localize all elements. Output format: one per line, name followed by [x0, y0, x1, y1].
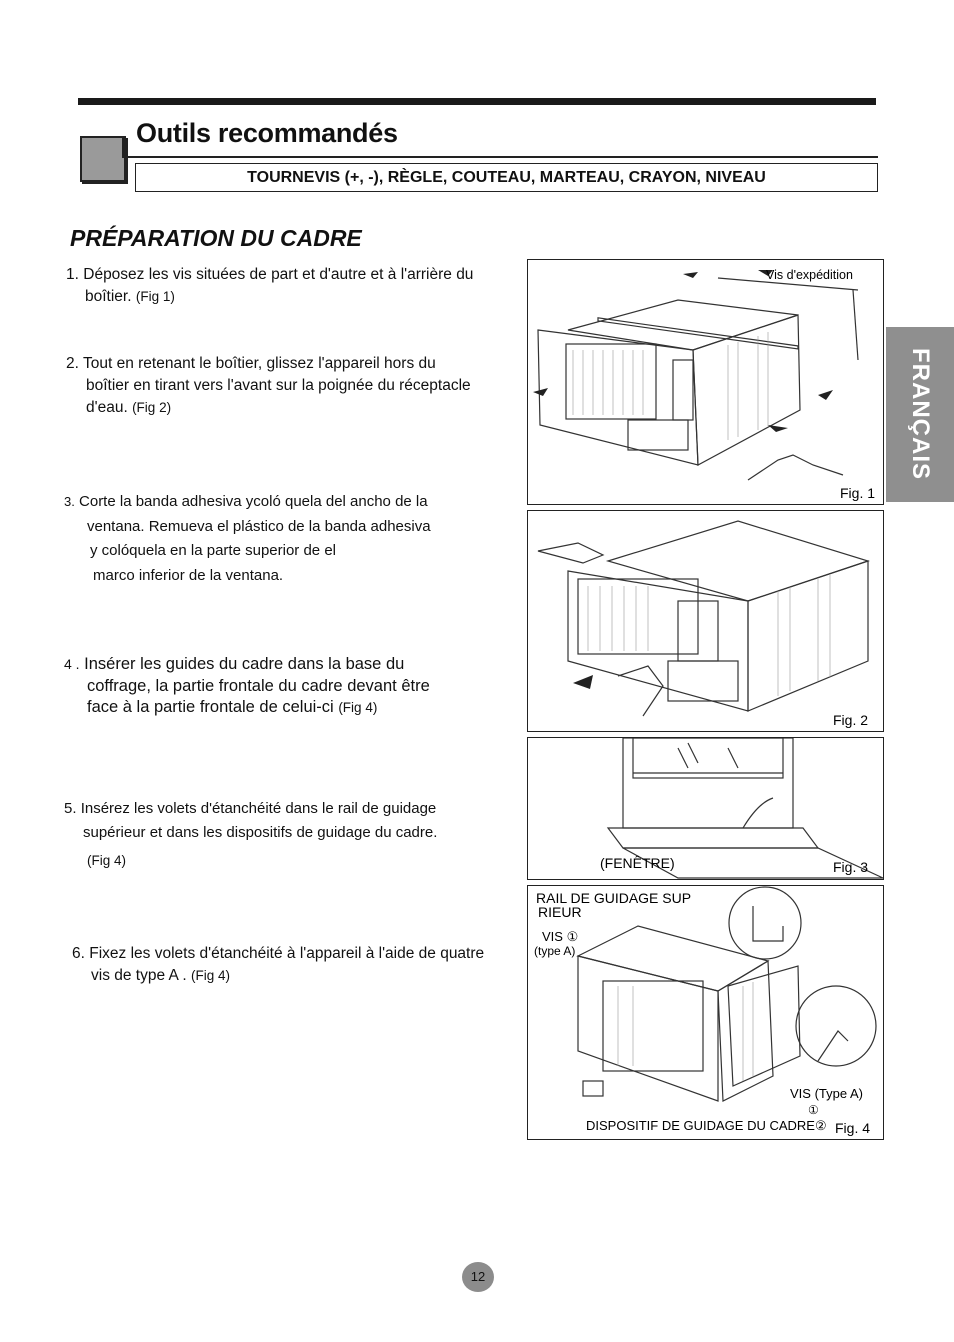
figure-reference: (Fig 4) — [338, 700, 378, 715]
step-text: Corte la banda adhesiva ycoló quela del … — [79, 493, 428, 510]
step-number: 5. — [64, 800, 77, 817]
section-marker — [80, 136, 126, 182]
tools-list: TOURNEVIS (+, -), RÈGLE, COUTEAU, MARTEA… — [135, 163, 878, 192]
step-2: 2. Tout en retenant le boîtier, glissez … — [66, 353, 516, 419]
step-text: Fixez les volets d'étanchéité à l'appare… — [89, 945, 485, 962]
language-tab: FRANÇAIS — [886, 327, 954, 502]
title-rule-vertical — [122, 136, 124, 158]
step-1: 1. Déposez les vis situées de part et d'… — [66, 264, 516, 308]
step-number: 3. — [64, 494, 75, 509]
fig2-caption: Fig. 2 — [833, 712, 868, 728]
step-text: Déposez les vis situées de part et d'aut… — [83, 266, 474, 283]
step-text: Insérer les guides du cadre dans la base… — [84, 655, 405, 673]
figure-4: RAIL DE GUIDAGE SUP RIEUR VIS ① (type A)… — [527, 885, 884, 1140]
step-text: y colóquela en la parte superior de el — [90, 542, 336, 559]
fig4-guide-label: DISPOSITIF DE GUIDAGE DU CADRE② — [586, 1118, 827, 1133]
fig4-vis-type-label: VIS (Type A) — [790, 1086, 863, 1101]
fig1-label: Vis d'expédition — [766, 268, 853, 282]
page-number: 12 — [462, 1262, 494, 1292]
step-6: 6. Fixez les volets d'étanchéité à l'app… — [72, 943, 522, 987]
fig4-caption: Fig. 4 — [835, 1120, 870, 1136]
ac-slide-out-illustration: Fig. 2 — [537, 520, 870, 728]
fig1-caption: Fig. 1 — [840, 485, 875, 501]
frame-guide-illustration: RAIL DE GUIDAGE SUP RIEUR VIS ① (type A)… — [534, 886, 877, 1136]
step-5: 5. Insérez les volets d'étanchéité dans … — [64, 797, 514, 873]
step-4: 4 . Insérer les guides du cadre dans la … — [64, 654, 514, 719]
window-illustration: (FENÊTRE) Fig. 3 — [600, 738, 883, 879]
step-text: supérieur et dans les dispositifs de gui… — [83, 824, 438, 841]
section-title: PRÉPARATION DU CADRE — [70, 225, 362, 251]
step-number: 4 . — [64, 656, 80, 672]
title-underline — [122, 156, 878, 158]
step-text: vis de type A . — [91, 967, 187, 984]
step-text: marco inferior de la ventana. — [93, 566, 284, 584]
step-text: coffrage, la partie frontale du cadre de… — [87, 676, 430, 695]
fig3-label: (FENÊTRE) — [600, 855, 675, 871]
step-text: boîtier en tirant vers l'avant sur la po… — [86, 377, 471, 394]
language-label: FRANÇAIS — [907, 348, 934, 480]
figure-reference: (Fig 2) — [132, 400, 172, 415]
step-text: d'eau. — [86, 399, 128, 416]
figure-reference: (Fig 4) — [190, 968, 230, 983]
step-text: boîtier. — [85, 288, 132, 305]
step-number: 6. — [72, 945, 85, 962]
figure-reference: (Fig 4) — [87, 853, 127, 868]
header-rule — [78, 98, 876, 105]
figure-3: (FENÊTRE) Fig. 3 — [527, 737, 884, 880]
fig4-rail-label-2: RIEUR — [538, 904, 582, 920]
page-title: Outils recommandés — [136, 118, 398, 148]
step-3: 3. Corte la banda adhesiva ycoló quela d… — [64, 490, 514, 588]
step-text: face à la partie frontale de celui-ci — [87, 698, 334, 716]
step-text: ventana. Remueva el plástico de la banda… — [87, 517, 431, 535]
fig3-caption: Fig. 3 — [833, 859, 868, 875]
figure-2: Fig. 2 — [527, 510, 884, 732]
step-number: 2. — [66, 355, 79, 372]
fig4-vis-label: VIS ① — [542, 929, 578, 944]
figure-1: Vis d'expédition Fig. 1 — [527, 259, 884, 505]
step-text: Insérez les volets d'étanchéité dans le … — [80, 800, 437, 817]
step-number: 1. — [66, 266, 79, 283]
fig4-type-label: (type A) — [534, 944, 575, 958]
ac-unit-illustration: Vis d'expédition Fig. 1 — [533, 268, 875, 501]
step-text: Tout en retenant le boîtier, glissez l'a… — [82, 355, 436, 372]
fig4-vis-type-num: ① — [808, 1103, 819, 1117]
figure-reference: (Fig 1) — [135, 289, 175, 304]
fig4-rail-label: RAIL DE GUIDAGE SUP — [536, 890, 691, 906]
